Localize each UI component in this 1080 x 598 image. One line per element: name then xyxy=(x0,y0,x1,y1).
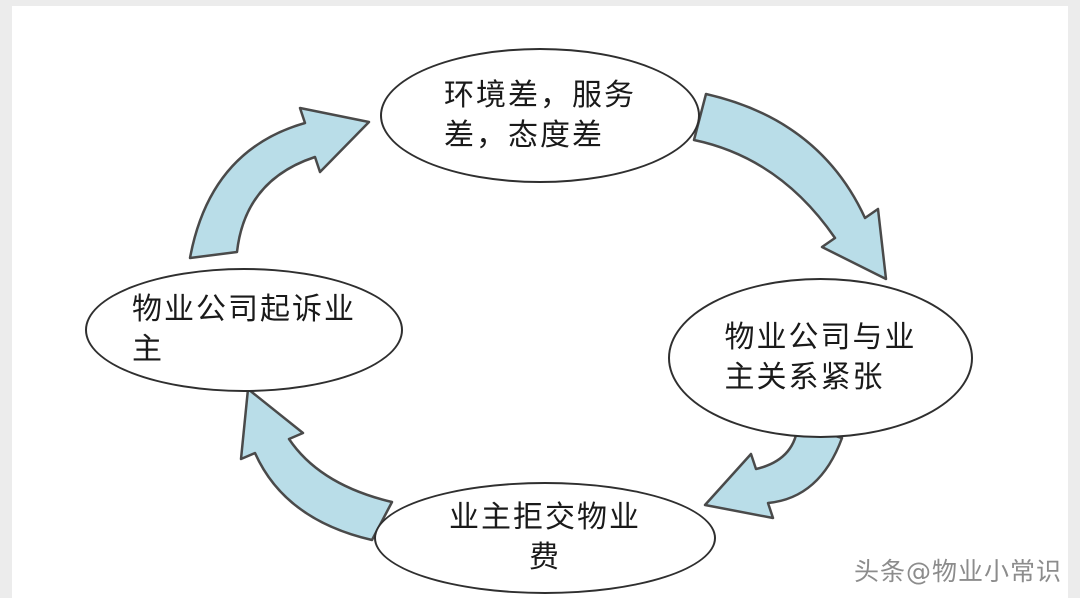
node-line: 费 xyxy=(529,540,561,575)
node-line: 物业公司起诉业 xyxy=(132,292,356,328)
arrow-left-to-top xyxy=(188,106,371,260)
node-line: 环境差，服务 xyxy=(444,77,636,113)
arrow-top-to-right xyxy=(692,92,888,281)
page-edge-right xyxy=(1068,0,1080,598)
node-environment-service: 环境差，服务 差，态度差 xyxy=(380,48,700,183)
node-company-sues-owner: 物业公司起诉业 主 xyxy=(85,268,403,392)
node-refuse-to-pay: 业主拒交物业 费 xyxy=(374,482,716,594)
node-line: 主关系紧张 xyxy=(724,360,885,395)
page-edge-top xyxy=(0,0,1080,6)
node-line: 物业公司与业 xyxy=(724,320,917,356)
node-refuse-to-pay-label: 业主拒交物业 费 xyxy=(449,498,641,577)
node-line: 业主拒交物业 xyxy=(449,500,641,536)
arrow-bottom-to-left xyxy=(239,387,394,542)
arrow-right-to-bottom xyxy=(703,422,844,520)
node-tense-relationship-label: 物业公司与业 主关系紧张 xyxy=(725,318,917,397)
node-line: 主 xyxy=(132,332,164,367)
node-environment-service-label: 环境差，服务 差，态度差 xyxy=(444,76,636,155)
node-tense-relationship: 物业公司与业 主关系紧张 xyxy=(668,278,973,438)
page-edge-left xyxy=(0,0,12,598)
node-line: 差，态度差 xyxy=(444,117,604,153)
node-company-sues-owner-label: 物业公司起诉业 主 xyxy=(132,290,356,369)
watermark-text: 头条@物业小常识 xyxy=(853,557,1062,586)
